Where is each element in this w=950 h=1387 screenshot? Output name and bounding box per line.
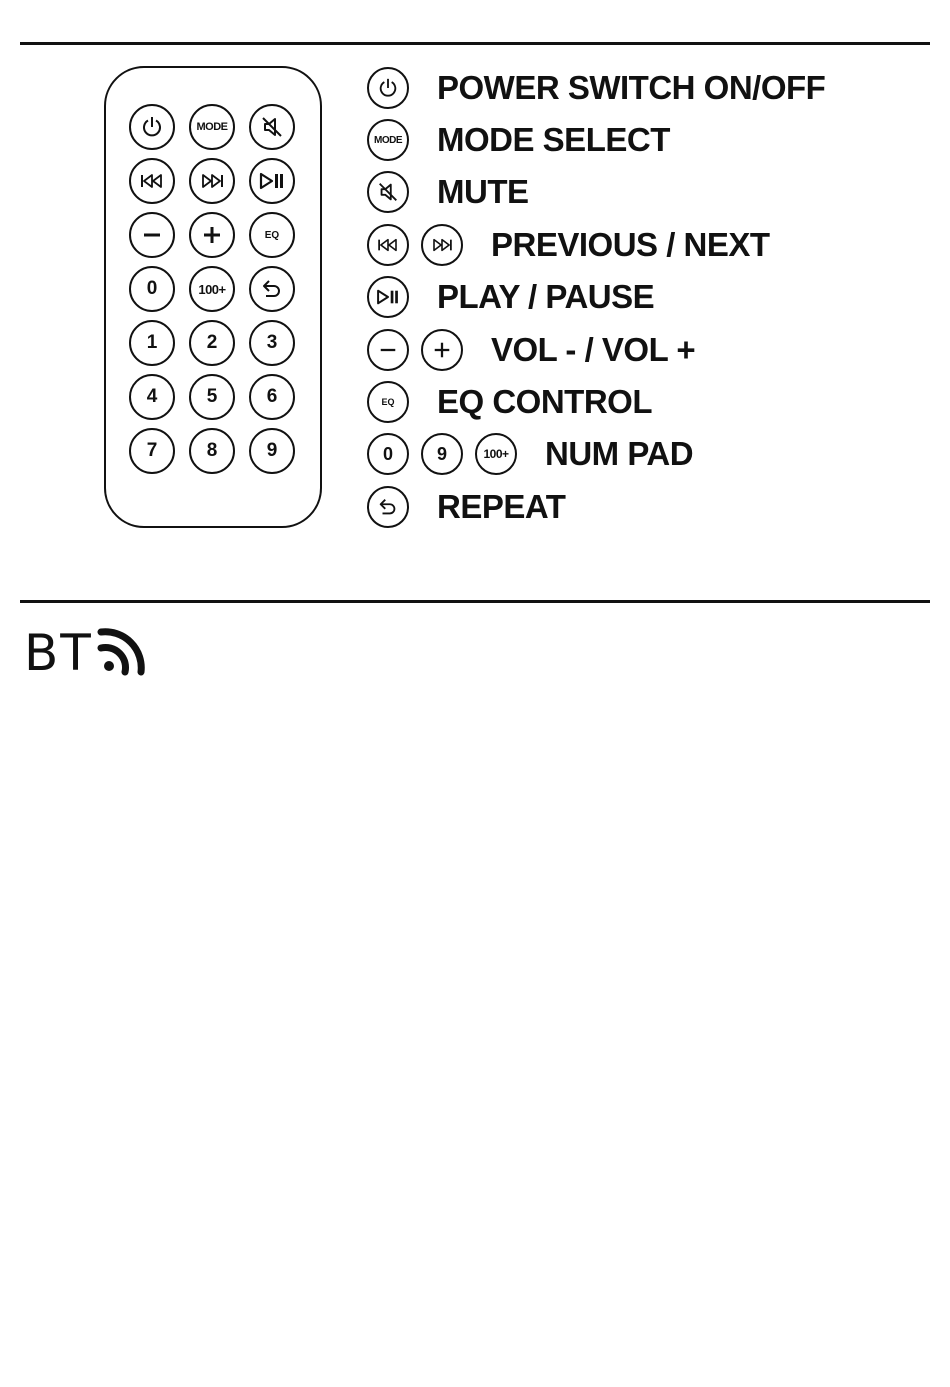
legend-mode-button: MODE xyxy=(367,119,409,161)
section-divider xyxy=(20,600,930,603)
remote-num-4-button: 4 xyxy=(129,374,175,420)
remote-eq-button: EQ xyxy=(249,212,295,258)
legend-volume-label: VOL - / VOL + xyxy=(491,331,695,369)
mute-icon xyxy=(376,180,400,204)
remote-num-6-button: 6 xyxy=(249,374,295,420)
legend-num-0-button: 0 xyxy=(367,433,409,475)
next-icon xyxy=(199,172,225,190)
play-pause-icon xyxy=(258,171,286,191)
legend-repeat: REPEAT xyxy=(367,484,565,530)
remote-num-3-button: 3 xyxy=(249,320,295,366)
remote-num-7-button: 7 xyxy=(129,428,175,474)
legend-mute-button xyxy=(367,171,409,213)
legend-numpad: 0 9 100+ NUM PAD xyxy=(367,431,693,477)
remote-power-button xyxy=(129,104,175,150)
legend-mute-label: MUTE xyxy=(437,173,529,211)
plus-icon xyxy=(432,340,452,360)
remote-num-0-button: 0 xyxy=(129,266,175,312)
remote-next-button xyxy=(189,158,235,204)
legend-num-100-button: 100+ xyxy=(475,433,517,475)
legend-repeat-button xyxy=(367,486,409,528)
remote-num-9-button: 9 xyxy=(249,428,295,474)
remote-previous-button xyxy=(129,158,175,204)
wireless-waves-icon xyxy=(97,622,149,676)
remote-num-5-button: 5 xyxy=(189,374,235,420)
mute-icon xyxy=(259,114,285,140)
previous-icon xyxy=(376,237,400,253)
bt-logo: BT xyxy=(24,622,149,678)
power-icon xyxy=(377,77,399,99)
legend-repeat-label: REPEAT xyxy=(437,488,565,526)
remote-vol-plus-button xyxy=(189,212,235,258)
remote-vol-minus-button xyxy=(129,212,175,258)
remote-play-pause-button xyxy=(249,158,295,204)
legend-prev-next: PREVIOUS / NEXT xyxy=(367,222,770,268)
top-divider xyxy=(20,42,930,45)
legend-prev-next-label: PREVIOUS / NEXT xyxy=(491,226,770,264)
remote-num-100-button: 100+ xyxy=(189,266,235,312)
legend-previous-button xyxy=(367,224,409,266)
legend-mode-label: MODE SELECT xyxy=(437,121,670,159)
plus-icon xyxy=(201,224,223,246)
power-icon xyxy=(140,115,164,139)
legend-mute: MUTE xyxy=(367,169,529,215)
remote-num-2-button: 2 xyxy=(189,320,235,366)
legend-power-label: POWER SWITCH ON/OFF xyxy=(437,69,825,107)
legend-vol-minus-button xyxy=(367,329,409,371)
repeat-icon xyxy=(377,496,399,518)
legend-numpad-label: NUM PAD xyxy=(545,435,693,473)
remote-repeat-button xyxy=(249,266,295,312)
legend-play-pause-button xyxy=(367,276,409,318)
previous-icon xyxy=(139,172,165,190)
bt-logo-text: BT xyxy=(24,628,93,678)
legend-power-button xyxy=(367,67,409,109)
remote-num-8-button: 8 xyxy=(189,428,235,474)
legend-volume: VOL - / VOL + xyxy=(367,327,695,373)
legend-play-pause-label: PLAY / PAUSE xyxy=(437,278,654,316)
legend-num-9-button: 9 xyxy=(421,433,463,475)
legend-next-button xyxy=(421,224,463,266)
legend-play-pause: PLAY / PAUSE xyxy=(367,274,654,320)
remote-mode-button: MODE xyxy=(189,104,235,150)
next-icon xyxy=(430,237,454,253)
minus-icon xyxy=(141,224,163,246)
legend-eq-button: EQ xyxy=(367,381,409,423)
legend-power: POWER SWITCH ON/OFF xyxy=(367,65,825,111)
minus-icon xyxy=(378,340,398,360)
legend-eq-label: EQ CONTROL xyxy=(437,383,652,421)
repeat-icon xyxy=(260,277,284,301)
remote-num-1-button: 1 xyxy=(129,320,175,366)
remote-mute-button xyxy=(249,104,295,150)
legend-mode: MODE MODE SELECT xyxy=(367,117,670,163)
legend-eq: EQ EQ CONTROL xyxy=(367,379,652,425)
legend-vol-plus-button xyxy=(421,329,463,371)
play-pause-icon xyxy=(375,288,401,306)
